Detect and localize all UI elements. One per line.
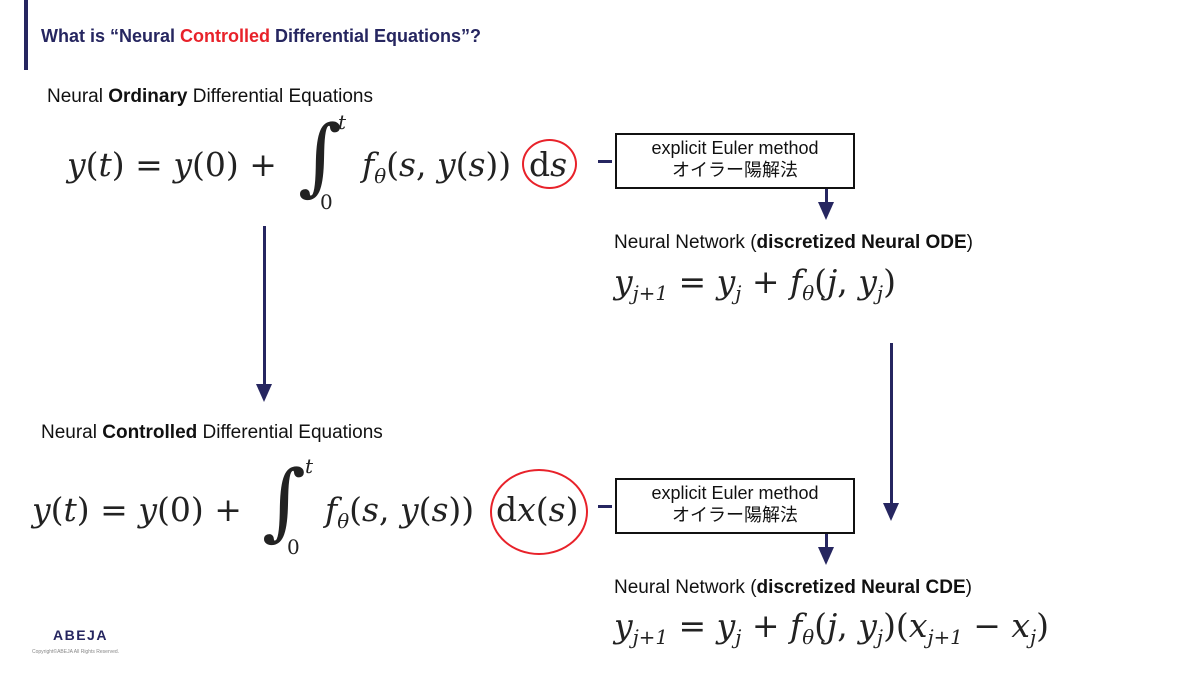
- title-prefix: What is “Neural: [41, 26, 181, 46]
- ode-to-cde-arrow-line: [263, 226, 266, 386]
- euler-method-box-top: explicit Euler method オイラー陽解法: [615, 133, 855, 189]
- euler-method-box-bottom: explicit Euler method オイラー陽解法: [615, 478, 855, 534]
- cde-label: Neural Controlled Differential Equations: [41, 422, 383, 443]
- ode-integrand: fθ(s, y(s)): [362, 145, 512, 188]
- euler-method-label: explicit Euler method: [651, 483, 819, 503]
- euler-top-down-arrow-line: [825, 189, 828, 204]
- cde-equation-lhs: y(t) = y(0) +: [32, 490, 242, 529]
- ode-label: Neural Ordinary Differential Equations: [47, 86, 373, 107]
- cde-differential-highlight-circle: [490, 469, 588, 555]
- discrete-cde-label: Neural Network (discretized Neural CDE): [614, 577, 972, 598]
- euler-bottom-down-arrow-line: [825, 534, 828, 549]
- slide-title: What is “Neural Controlled Differential …: [41, 26, 481, 47]
- cde-label-bold: Controlled: [102, 422, 198, 443]
- ode-integral-sign: ∫: [298, 107, 342, 205]
- discrete-cde-equation: yj+1 = yj + fθ(j, yj)(xj+1 − xj): [614, 606, 1050, 649]
- euler-bottom-down-arrow-head: [818, 547, 834, 565]
- ode-integral-upper: t: [338, 110, 347, 134]
- ode-equation-lhs: y(t) = y(0) +: [67, 145, 277, 184]
- abeja-logo-text: ABEJA: [53, 627, 108, 643]
- cde-integrand: fθ(s, y(s)): [325, 490, 475, 533]
- cde-integral-upper: t: [305, 454, 314, 478]
- cde-integral-lower: 0: [287, 535, 300, 559]
- discrete-cde-label-bold: discretized Neural CDE: [756, 577, 966, 598]
- title-highlight: Controlled: [180, 26, 271, 46]
- cde-integral-sign: ∫: [262, 452, 306, 550]
- discrete-ode-label-bold: discretized Neural ODE: [756, 232, 967, 253]
- ode-label-bold: Ordinary: [108, 86, 188, 107]
- euler-top-down-arrow-head: [818, 202, 834, 220]
- ode-differential-highlight-circle: [522, 139, 577, 189]
- euler-method-label: explicit Euler method: [651, 138, 819, 158]
- cde-to-euler-connector: [598, 505, 612, 508]
- discrete-ode-to-cde-arrow-head: [883, 503, 899, 521]
- discrete-ode-label: Neural Network (discretized Neural ODE): [614, 232, 973, 253]
- title-suffix: Differential Equations”?: [270, 26, 482, 46]
- euler-method-japanese-label: オイラー陽解法: [672, 505, 798, 525]
- ode-to-cde-arrow-head: [256, 384, 272, 402]
- ode-integral-lower: 0: [320, 190, 333, 214]
- title-accent-bar: [24, 0, 28, 70]
- discrete-ode-to-cde-arrow-line: [890, 343, 893, 503]
- euler-method-japanese-label: オイラー陽解法: [672, 160, 798, 180]
- ode-to-euler-connector: [598, 160, 612, 163]
- copyright-text: Copyright©ABEJA All Rights Reserved.: [32, 649, 120, 655]
- discrete-ode-equation: yj+1 = yj + fθ(j, yj): [614, 262, 896, 305]
